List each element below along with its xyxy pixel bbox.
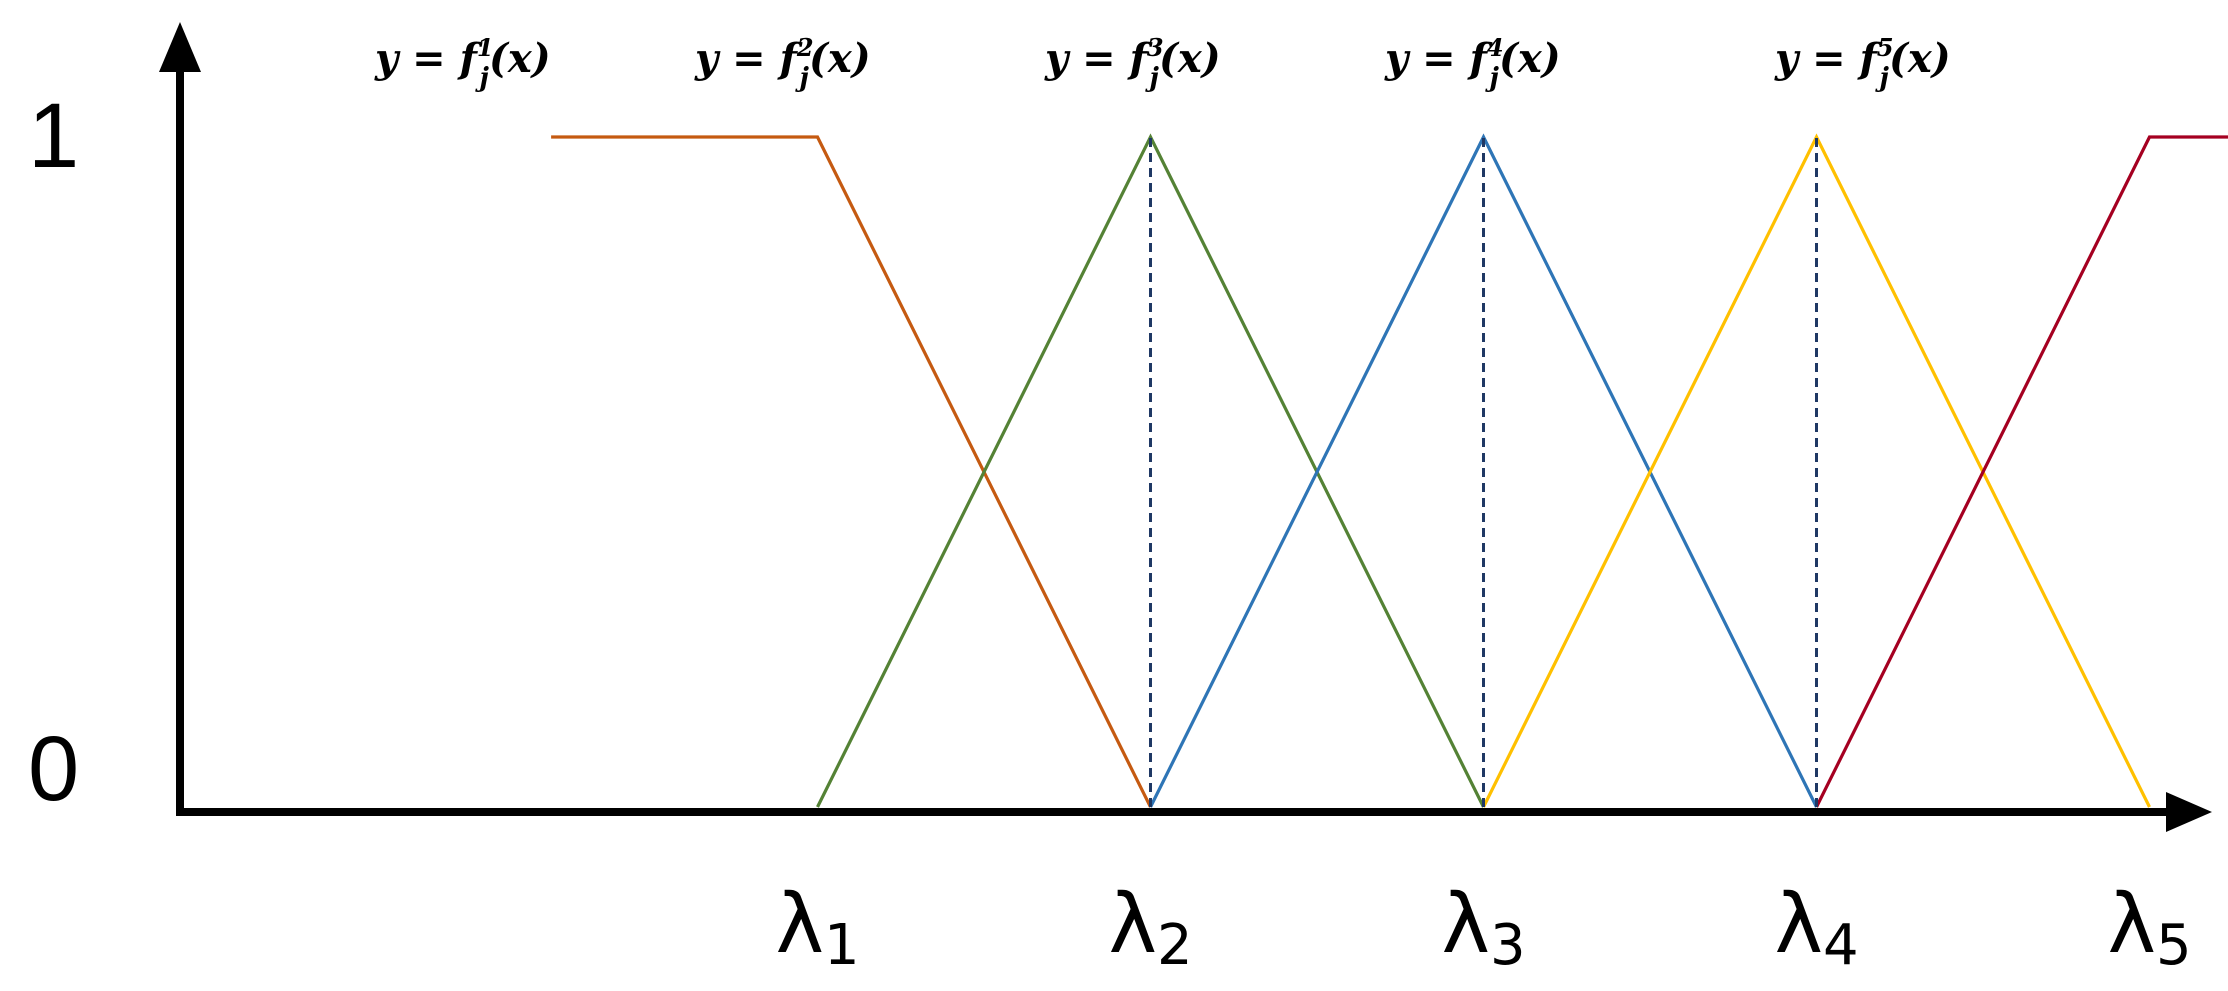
label-superscript: 3 [1147, 33, 1164, 62]
x-tick-label-lambda-4: λ4 [1775, 877, 1859, 978]
lambda-subscript: 3 [1490, 913, 1526, 978]
label-superscript: 4 [1487, 33, 1504, 62]
label-equals: = [1408, 35, 1469, 82]
label-superscript: 2 [796, 33, 814, 62]
label-equals: = [718, 35, 779, 82]
label-lhs: y [694, 35, 721, 82]
label-argument: (x) [1889, 35, 1951, 82]
series-layer [551, 133, 2228, 808]
label-lhs: y [1384, 35, 1411, 82]
lambda-symbol: λ [2108, 877, 2157, 972]
y-axis-arrowhead [159, 22, 201, 72]
y-tick-labels: 01 [28, 85, 79, 820]
label-superscript: 1 [477, 33, 494, 62]
x-tick-label-lambda-2: λ2 [1109, 877, 1193, 978]
lambda-subscript: 1 [824, 913, 860, 978]
x-axis-arrowhead [2166, 792, 2212, 832]
label-lhs: y [1774, 35, 1801, 82]
label-argument: (x) [489, 35, 551, 82]
label-lhs: y [374, 35, 401, 82]
lambda-subscript: 5 [2156, 913, 2192, 978]
x-tick-label-lambda-1: λ1 [776, 877, 860, 978]
lambda-subscript: 4 [1823, 913, 1859, 978]
lambda-symbol: λ [1442, 877, 1491, 972]
label-lhs: y [1044, 35, 1071, 82]
x-tick-label-lambda-3: λ3 [1442, 877, 1526, 978]
y-tick-label-1: 1 [28, 85, 79, 187]
membership-function-2-line [816, 133, 1485, 808]
membership-function-4-line [1482, 133, 2151, 808]
lambda-subscript: 2 [1157, 913, 1193, 978]
lambda-symbol: λ [776, 877, 825, 972]
membership-function-5-line [1815, 135, 2228, 808]
y-tick-label-0: 0 [28, 718, 79, 820]
label-argument: (x) [1499, 35, 1561, 82]
x-tick-label-lambda-5: λ5 [2108, 877, 2192, 978]
reference-lines [1149, 137, 1818, 807]
label-equals: = [398, 35, 459, 82]
label-equals: = [1798, 35, 1859, 82]
lambda-symbol: λ [1109, 877, 1158, 972]
axes [159, 22, 2212, 832]
membership-function-1-line [551, 135, 1152, 808]
lambda-symbol: λ [1775, 877, 1824, 972]
label-argument: (x) [1159, 35, 1221, 82]
label-equals: = [1068, 35, 1129, 82]
membership-function-3-line [1149, 133, 1818, 808]
label-argument: (x) [809, 35, 871, 82]
label-superscript: 5 [1877, 33, 1894, 62]
